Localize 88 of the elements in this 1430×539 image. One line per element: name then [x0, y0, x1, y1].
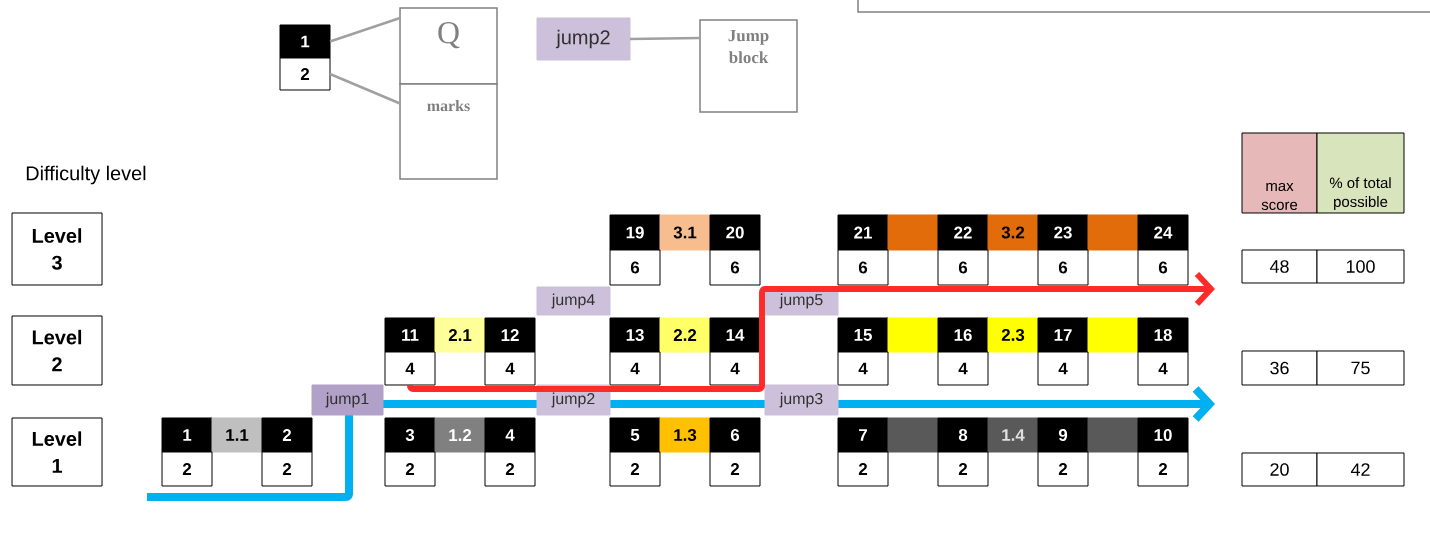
question-number-cell: 9 [1037, 417, 1089, 453]
marks-box: marks [399, 83, 498, 180]
question-number-cell: 6 [709, 417, 761, 453]
section-cell: 1.3 [659, 417, 711, 453]
level-box: Level 2 [11, 315, 103, 386]
score-cell: 42 [1316, 452, 1405, 487]
question-number-cell: 24 [1137, 214, 1189, 251]
section-cell [887, 417, 939, 453]
question-number-cell: 15 [837, 317, 889, 353]
score-cell: 100 [1316, 249, 1405, 284]
marks-cell: 6 [609, 249, 661, 286]
question-number-cell: 21 [837, 214, 889, 251]
score-cell: 48 [1241, 249, 1318, 284]
section-cell [1087, 214, 1139, 251]
question-box: Q [399, 7, 498, 85]
question-number-cell: 20 [709, 214, 761, 251]
marks-cell: 2 [161, 451, 213, 487]
marks-cell: 4 [1037, 351, 1089, 386]
jump-cell: jump4 [536, 286, 611, 316]
question-number-cell: 13 [609, 317, 661, 353]
score-cell: 36 [1241, 350, 1318, 386]
question-number-cell: 17 [1037, 317, 1089, 353]
marks-cell: 4 [1137, 351, 1189, 386]
question-number-cell: 18 [1137, 317, 1189, 353]
marks-cell: 4 [709, 351, 761, 386]
question-number-cell: 5 [609, 417, 661, 453]
marks-cell: 6 [709, 249, 761, 286]
question-number-cell: 16 [937, 317, 989, 353]
question-number-cell: 11 [384, 317, 436, 353]
jump-cell: jump1 [311, 384, 384, 416]
section-cell: 1.2 [434, 417, 486, 453]
question-number-cell: 2 [261, 417, 313, 453]
section-cell [1087, 417, 1139, 453]
table-header-cell: max score [1241, 132, 1318, 214]
question-number-cell: 4 [484, 417, 536, 453]
marks-cell: 4 [484, 351, 536, 386]
marks-cell: 2 [1137, 451, 1189, 487]
marks-cell: 4 [384, 351, 436, 386]
section-cell: 3.2 [987, 214, 1039, 251]
question-number-cell: 8 [937, 417, 989, 453]
marks-cell: 4 [837, 351, 889, 386]
score-cell: 75 [1316, 350, 1405, 386]
connector-line [630, 36, 701, 41]
marks-cell: 2 [484, 451, 536, 487]
jump-cell: jump3 [764, 384, 839, 416]
section-cell [887, 317, 939, 353]
section-cell: 2.2 [659, 317, 711, 353]
marks-cell: 2 [279, 57, 331, 91]
question-number-cell: 14 [709, 317, 761, 353]
section-cell: 1.1 [211, 417, 263, 453]
section-cell: 3.1 [659, 214, 711, 251]
jump-cell: jump2 [536, 17, 631, 61]
section-cell: 1.4 [987, 417, 1039, 453]
question-number-cell: 3 [384, 417, 436, 453]
section-cell: 2.1 [434, 317, 486, 353]
question-number-cell: 1 [279, 24, 331, 59]
question-number-cell: 7 [837, 417, 889, 453]
marks-cell: 2 [609, 451, 661, 487]
jump-block-box: Jump block [699, 19, 798, 113]
question-number-cell: 10 [1137, 417, 1189, 453]
score-cell: 20 [1241, 452, 1318, 487]
section-cell [1087, 317, 1139, 353]
question-number-cell: 12 [484, 317, 536, 353]
marks-cell: 4 [609, 351, 661, 386]
route-arrow [407, 272, 1215, 392]
marks-cell: 6 [937, 249, 989, 286]
question-number-cell: 22 [937, 214, 989, 251]
heading-text: Difficulty level [26, 165, 146, 185]
marks-cell: 4 [937, 351, 989, 386]
marks-cell: 2 [384, 451, 436, 487]
question-number-cell: 19 [609, 214, 661, 251]
marks-cell: 2 [261, 451, 313, 487]
connector-line [329, 72, 401, 105]
marks-cell: 6 [837, 249, 889, 286]
connector-line [329, 16, 401, 43]
marks-cell: 2 [937, 451, 989, 487]
level-box: Level 3 [11, 212, 103, 286]
marks-cell: 6 [1137, 249, 1189, 286]
section-cell: 2.3 [987, 317, 1039, 353]
question-number-cell: 1 [161, 417, 213, 453]
marks-cell: 6 [1037, 249, 1089, 286]
marks-cell: 2 [709, 451, 761, 487]
question-number-cell: 23 [1037, 214, 1089, 251]
marks-cell: 2 [837, 451, 889, 487]
table-header-cell: % of total possible [1316, 132, 1405, 214]
level-box: Level 1 [11, 417, 103, 487]
marks-cell: 2 [1037, 451, 1089, 487]
section-cell [887, 214, 939, 251]
